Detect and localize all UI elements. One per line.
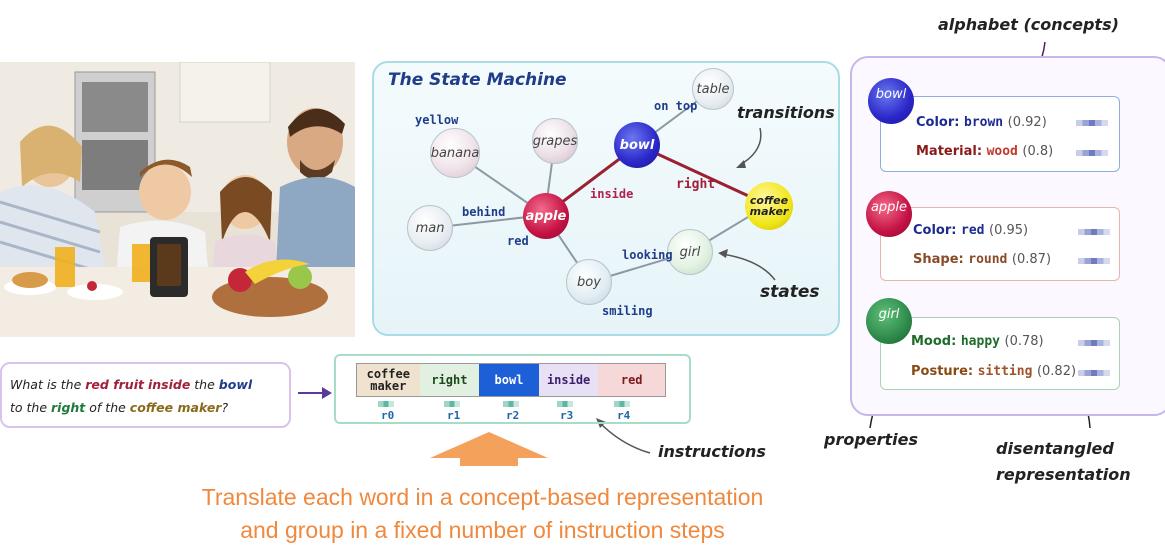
question-line-1: What is the red fruit inside the bowl — [10, 377, 253, 392]
embedding-pixels — [1078, 340, 1110, 346]
question-box: What is the red fruit inside the bowl to… — [0, 362, 291, 428]
instruction-label: r3 — [560, 409, 574, 422]
instruction-label: r1 — [447, 409, 461, 422]
embedding-pixels — [1078, 370, 1110, 376]
state-node-bowl: bowl — [614, 122, 660, 168]
instructions-box — [334, 354, 691, 424]
embedding-pixels — [1078, 258, 1110, 264]
annotation-transitions: transitions — [737, 103, 835, 122]
edge-label-behind: behind — [462, 205, 506, 219]
property-row: Color: red (0.95) — [913, 223, 1029, 238]
property-row: Material: wood (0.8) — [916, 144, 1054, 159]
annotation-disentangled: disentangled representation — [996, 439, 1131, 484]
concept-card-apple — [880, 207, 1120, 281]
caption-line-2: and group in a fixed number of instructi… — [240, 517, 725, 543]
embedding-pixels — [1076, 150, 1108, 156]
state-node-boy: boy — [566, 259, 612, 305]
instruction-vector — [557, 401, 573, 407]
concept-card-girl — [880, 317, 1120, 390]
edge-label-red: red — [507, 234, 529, 248]
question-line-2: to the right of the coffee maker? — [10, 400, 229, 415]
instruction-cell: bowl — [479, 364, 539, 396]
annotation-instructions: instructions — [658, 442, 766, 461]
badge-bowl: bowl — [868, 78, 914, 124]
property-row: Posture: sitting (0.82) — [911, 364, 1077, 379]
concept-card-bowl — [880, 96, 1120, 172]
state-node-man: man — [407, 205, 453, 251]
property-row: Mood: happy (0.78) — [911, 334, 1044, 349]
edge-label-on-top: on top — [654, 99, 698, 113]
property-row: Color: brown (0.92) — [916, 115, 1047, 130]
property-row: Shape: round (0.87) — [913, 252, 1052, 267]
embedding-pixels — [1076, 120, 1108, 126]
instruction-cell: right — [419, 364, 480, 396]
state-node-girl: girl — [667, 229, 713, 275]
instruction-cell: coffee maker — [357, 364, 420, 396]
family-photo — [0, 62, 355, 337]
state-node-grapes: grapes — [532, 118, 578, 164]
instruction-sequence: coffee maker right bowl inside red — [356, 363, 666, 397]
edge-label-smiling: smiling — [602, 304, 653, 318]
caption-line-1: Translate each word in a concept-based r… — [201, 484, 764, 510]
state-node-banana: banana — [430, 128, 480, 178]
embedding-pixels — [1078, 229, 1110, 235]
instruction-vector — [378, 401, 394, 407]
instruction-vector — [444, 401, 460, 407]
instruction-label: r2 — [506, 409, 520, 422]
instruction-label: r0 — [381, 409, 395, 422]
edge-label-inside: inside — [590, 187, 634, 201]
badge-girl: girl — [866, 298, 912, 344]
edge-label-looking: looking — [622, 248, 673, 262]
instruction-label: r4 — [617, 409, 631, 422]
state-node-table: table — [692, 68, 734, 110]
instruction-cell: red — [598, 364, 665, 396]
instruction-cell: inside — [538, 364, 599, 396]
state-node-coffee-maker: coffee maker — [745, 182, 793, 230]
annotation-properties: properties — [824, 430, 919, 449]
state-node-apple: apple — [523, 193, 569, 239]
state-machine-title: The State Machine — [388, 70, 567, 90]
instruction-vector — [503, 401, 519, 407]
edge-label-right: right — [676, 177, 716, 192]
annotation-alphabet: alphabet (concepts) — [938, 15, 1119, 34]
badge-apple: apple — [866, 191, 912, 237]
edge-label-yellow: yellow — [415, 113, 459, 127]
annotation-states: states — [760, 282, 820, 302]
instruction-vector — [614, 401, 630, 407]
